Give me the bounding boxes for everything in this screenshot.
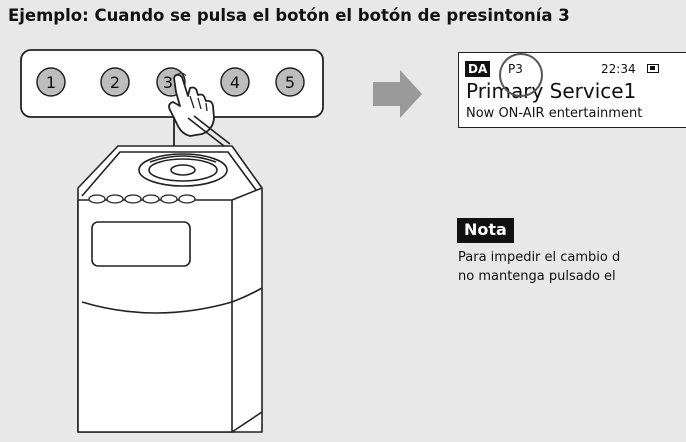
preset-button-1-label: 1 xyxy=(46,73,56,92)
preset-indicator: P3 xyxy=(508,62,523,76)
battery-icon xyxy=(647,64,659,73)
note-label: Nota xyxy=(457,218,514,243)
radio-unit xyxy=(77,115,263,433)
right-arrow-icon xyxy=(373,70,422,118)
service-subtext: Now ON-AIR entertainment xyxy=(466,106,643,121)
display-status-bar: DA P3 22:34 xyxy=(465,60,686,78)
dab-badge: DA xyxy=(465,61,491,77)
preset-button-5: 5 xyxy=(275,67,305,97)
preset-button-4-label: 4 xyxy=(230,73,240,92)
page-title: Ejemplo: Cuando se pulsa el botón el bot… xyxy=(8,6,570,25)
radio-display: DA P3 22:34 Primary Service1 Now ON-AIR … xyxy=(458,52,686,128)
clock-time: 22:34 xyxy=(601,62,636,76)
note-text: Para impedir el cambio d no mantenga pul… xyxy=(458,248,620,286)
preset-button-2-label: 2 xyxy=(110,73,120,92)
preset-button-5-label: 5 xyxy=(285,73,295,92)
pointing-hand-icon xyxy=(168,72,215,137)
preset-button-4: 4 xyxy=(220,67,250,97)
preset-button-3-label: 3 xyxy=(163,73,173,92)
radio-preset-buttons xyxy=(88,194,196,204)
note-line-1: Para impedir el cambio d xyxy=(458,250,621,265)
preset-button-1: 1 xyxy=(36,67,66,97)
preset-button-2: 2 xyxy=(100,67,130,97)
service-name: Primary Service1 xyxy=(466,79,637,103)
note-line-2: no mantenga pulsado el xyxy=(458,269,616,284)
